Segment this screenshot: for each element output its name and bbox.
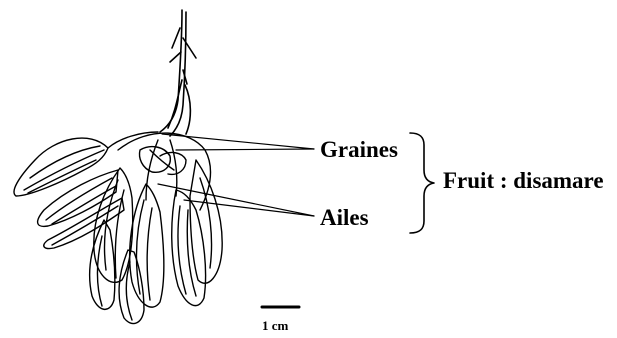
stem bbox=[160, 10, 196, 136]
samara-upper-left bbox=[14, 132, 158, 196]
fruit-label: Fruit : disamare bbox=[443, 168, 604, 194]
seeds-label: Graines bbox=[320, 137, 398, 163]
samara-cluster bbox=[90, 133, 223, 323]
leader-ailes-1 bbox=[158, 184, 314, 216]
leader-graines-1 bbox=[162, 134, 314, 149]
scale-label: 1 cm bbox=[262, 318, 288, 334]
leader-lines bbox=[158, 134, 314, 216]
leader-graines-2 bbox=[176, 149, 314, 150]
fruit-brace bbox=[410, 133, 434, 233]
wings-label: Ailes bbox=[320, 205, 369, 231]
